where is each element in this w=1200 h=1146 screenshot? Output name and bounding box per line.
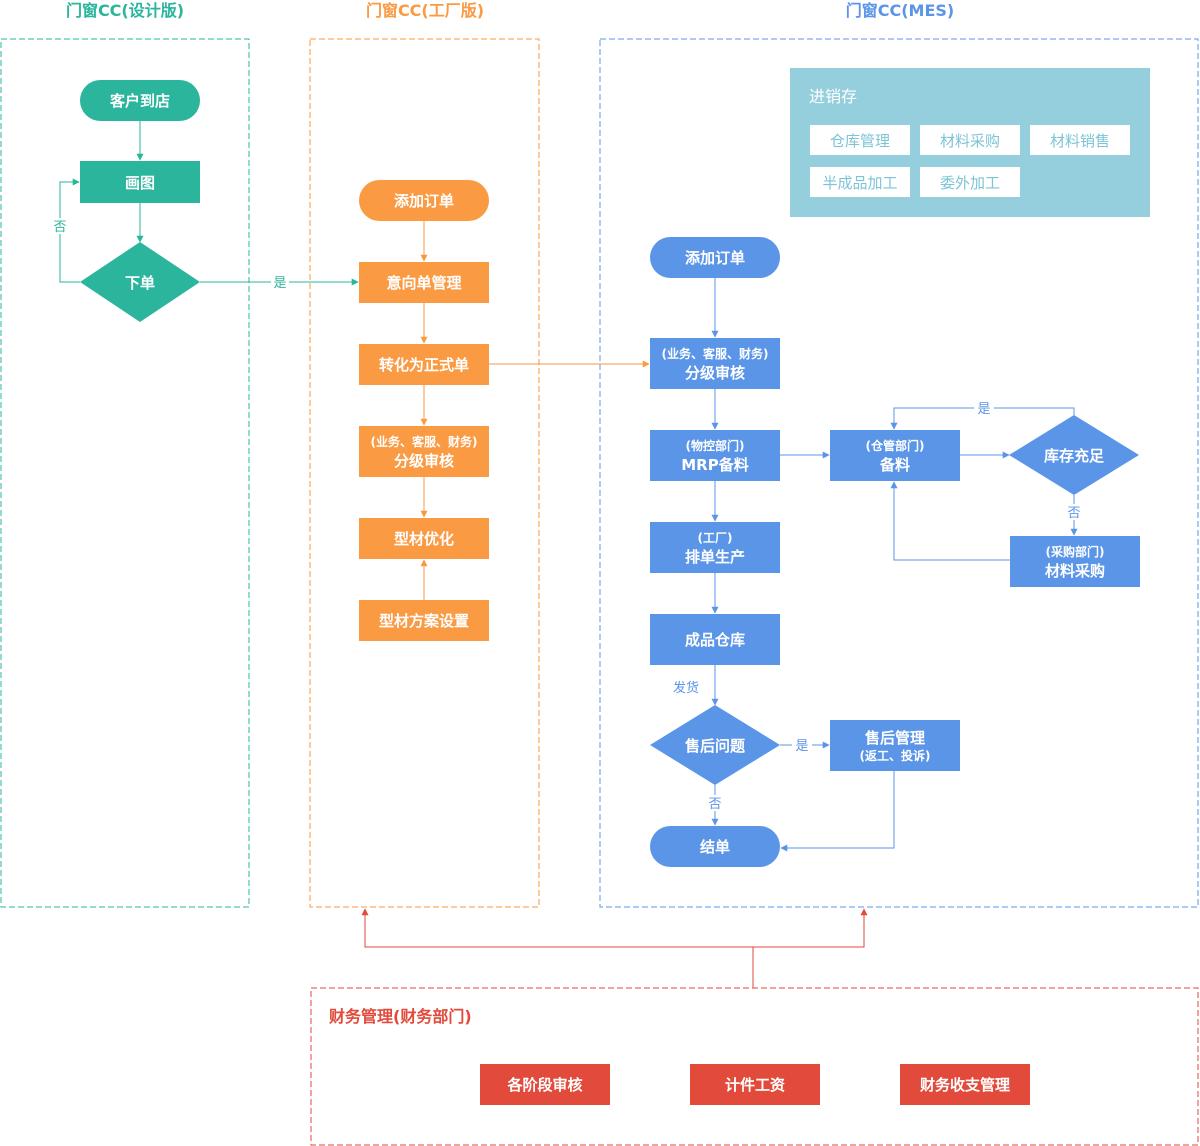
node-after-sales-question-label: 售后问题 <box>685 737 746 755</box>
factory-column-frame <box>309 38 540 908</box>
node-close-order-label: 结单 <box>700 838 730 856</box>
node-after-sales-question: 售后问题 <box>650 705 780 785</box>
node-warehouse-prep-label: 备料 <box>879 456 910 474</box>
inventory-chip-label: 材料销售 <box>1050 132 1110 150</box>
stock-no-label: 否 <box>1067 506 1080 521</box>
design-yes-label: 是 <box>273 276 286 291</box>
inventory-chip: 仓库管理 <box>810 125 910 155</box>
node-customer-arrival: 客户到店 <box>80 80 200 121</box>
node-profile-optimization: 型材优化 <box>359 518 489 559</box>
inventory-chip: 半成品加工 <box>810 167 910 197</box>
inventory-chip: 材料采购 <box>920 125 1020 155</box>
node-factory-review: (业务、客服、财务) 分级审核 <box>359 426 489 477</box>
node-mes-add-order: 添加订单 <box>650 237 780 278</box>
mes-column-title: 门窗CC(MES) <box>846 1 955 20</box>
finance-item-label: 计件工资 <box>725 1076 785 1094</box>
design-column-title: 门窗CC(设计版) <box>66 1 184 20</box>
mes-column-frame <box>599 38 1199 908</box>
stock-yes-label: 是 <box>977 402 990 417</box>
inventory-chip: 委外加工 <box>920 167 1020 197</box>
node-factory-add-order: 添加订单 <box>359 180 489 221</box>
node-convert-formal-label: 转化为正式单 <box>379 356 469 374</box>
node-mes-review: (业务、客服、财务) 分级审核 <box>650 338 780 389</box>
node-place-order-label: 下单 <box>125 274 155 292</box>
finance-frame <box>310 987 1199 1146</box>
node-place-order: 下单 <box>80 242 200 322</box>
node-mrp-sub: (物控部门) <box>686 438 745 453</box>
node-mes-review-sub: (业务、客服、财务) <box>662 346 769 361</box>
inventory-chip-label: 材料采购 <box>940 132 1000 150</box>
node-after-sales-management-label: 售后管理 <box>865 729 925 747</box>
node-production: (工厂) 排单生产 <box>650 522 780 573</box>
node-mrp-label: MRP备料 <box>681 456 748 474</box>
finance-item: 各阶段审核 <box>480 1064 610 1105</box>
finance-title: 财务管理(财务部门) <box>328 1007 472 1026</box>
node-draw-label: 画图 <box>125 174 155 192</box>
ship-label: 发货 <box>673 680 699 696</box>
node-purchasing-sub: (采购部门) <box>1046 544 1105 559</box>
node-stock-check: 库存充足 <box>1009 415 1139 495</box>
node-profile-plan: 型材方案设置 <box>359 600 489 641</box>
node-factory-review-sub: (业务、客服、财务) <box>371 434 478 449</box>
node-stock-check-label: 库存充足 <box>1044 447 1105 465</box>
node-production-label: 排单生产 <box>685 548 745 566</box>
node-mrp: (物控部门) MRP备料 <box>650 430 780 481</box>
inventory-chip-label: 委外加工 <box>940 174 1000 192</box>
node-warehouse-prep-sub: (仓管部门) <box>866 438 925 453</box>
node-after-sales-management-sub: (返工、投诉) <box>860 748 931 763</box>
node-purchasing-label: 材料采购 <box>1045 562 1105 580</box>
inventory-title: 进销存 <box>809 87 857 106</box>
node-production-sub: (工厂) <box>698 531 733 545</box>
node-intent-management: 意向单管理 <box>359 262 489 303</box>
node-profile-optimization-label: 型材优化 <box>394 530 454 548</box>
node-mes-add-order-label: 添加订单 <box>685 249 745 267</box>
design-no-label: 否 <box>53 220 66 235</box>
node-close-order: 结单 <box>650 826 780 867</box>
factory-connectors <box>420 221 650 600</box>
finance-item: 财务收支管理 <box>900 1064 1030 1105</box>
node-finished-warehouse-label: 成品仓库 <box>685 631 745 649</box>
node-warehouse-prep: (仓管部门) 备料 <box>830 430 960 481</box>
inventory-chip-label: 半成品加工 <box>822 174 897 192</box>
finance-connectors <box>361 908 868 988</box>
finance-item-label: 各阶段审核 <box>506 1076 582 1094</box>
node-factory-add-order-label: 添加订单 <box>394 192 454 210</box>
factory-column-title: 门窗CC(工厂版) <box>366 1 484 20</box>
node-customer-arrival-label: 客户到店 <box>109 92 170 110</box>
node-intent-management-label: 意向单管理 <box>386 274 461 292</box>
after-no-label: 否 <box>708 797 721 812</box>
inventory-panel: 进销存 仓库管理 材料采购 材料销售 半成品加工 委外加工 <box>790 68 1150 217</box>
node-draw: 画图 <box>80 161 200 203</box>
node-profile-plan-label: 型材方案设置 <box>379 612 469 630</box>
node-factory-review-label: 分级审核 <box>394 452 454 470</box>
mes-connectors <box>711 278 1078 852</box>
node-purchasing: (采购部门) 材料采购 <box>1010 536 1140 587</box>
node-after-sales-management: 售后管理 (返工、投诉) <box>830 720 960 771</box>
after-yes-label: 是 <box>795 739 808 754</box>
finance-item: 计件工资 <box>690 1064 820 1105</box>
inventory-chip: 材料销售 <box>1030 125 1130 155</box>
node-mes-review-label: 分级审核 <box>685 364 745 382</box>
node-convert-formal: 转化为正式单 <box>359 344 489 385</box>
node-finished-warehouse: 成品仓库 <box>650 614 780 665</box>
inventory-chip-label: 仓库管理 <box>830 132 890 150</box>
finance-item-label: 财务收支管理 <box>920 1076 1010 1094</box>
